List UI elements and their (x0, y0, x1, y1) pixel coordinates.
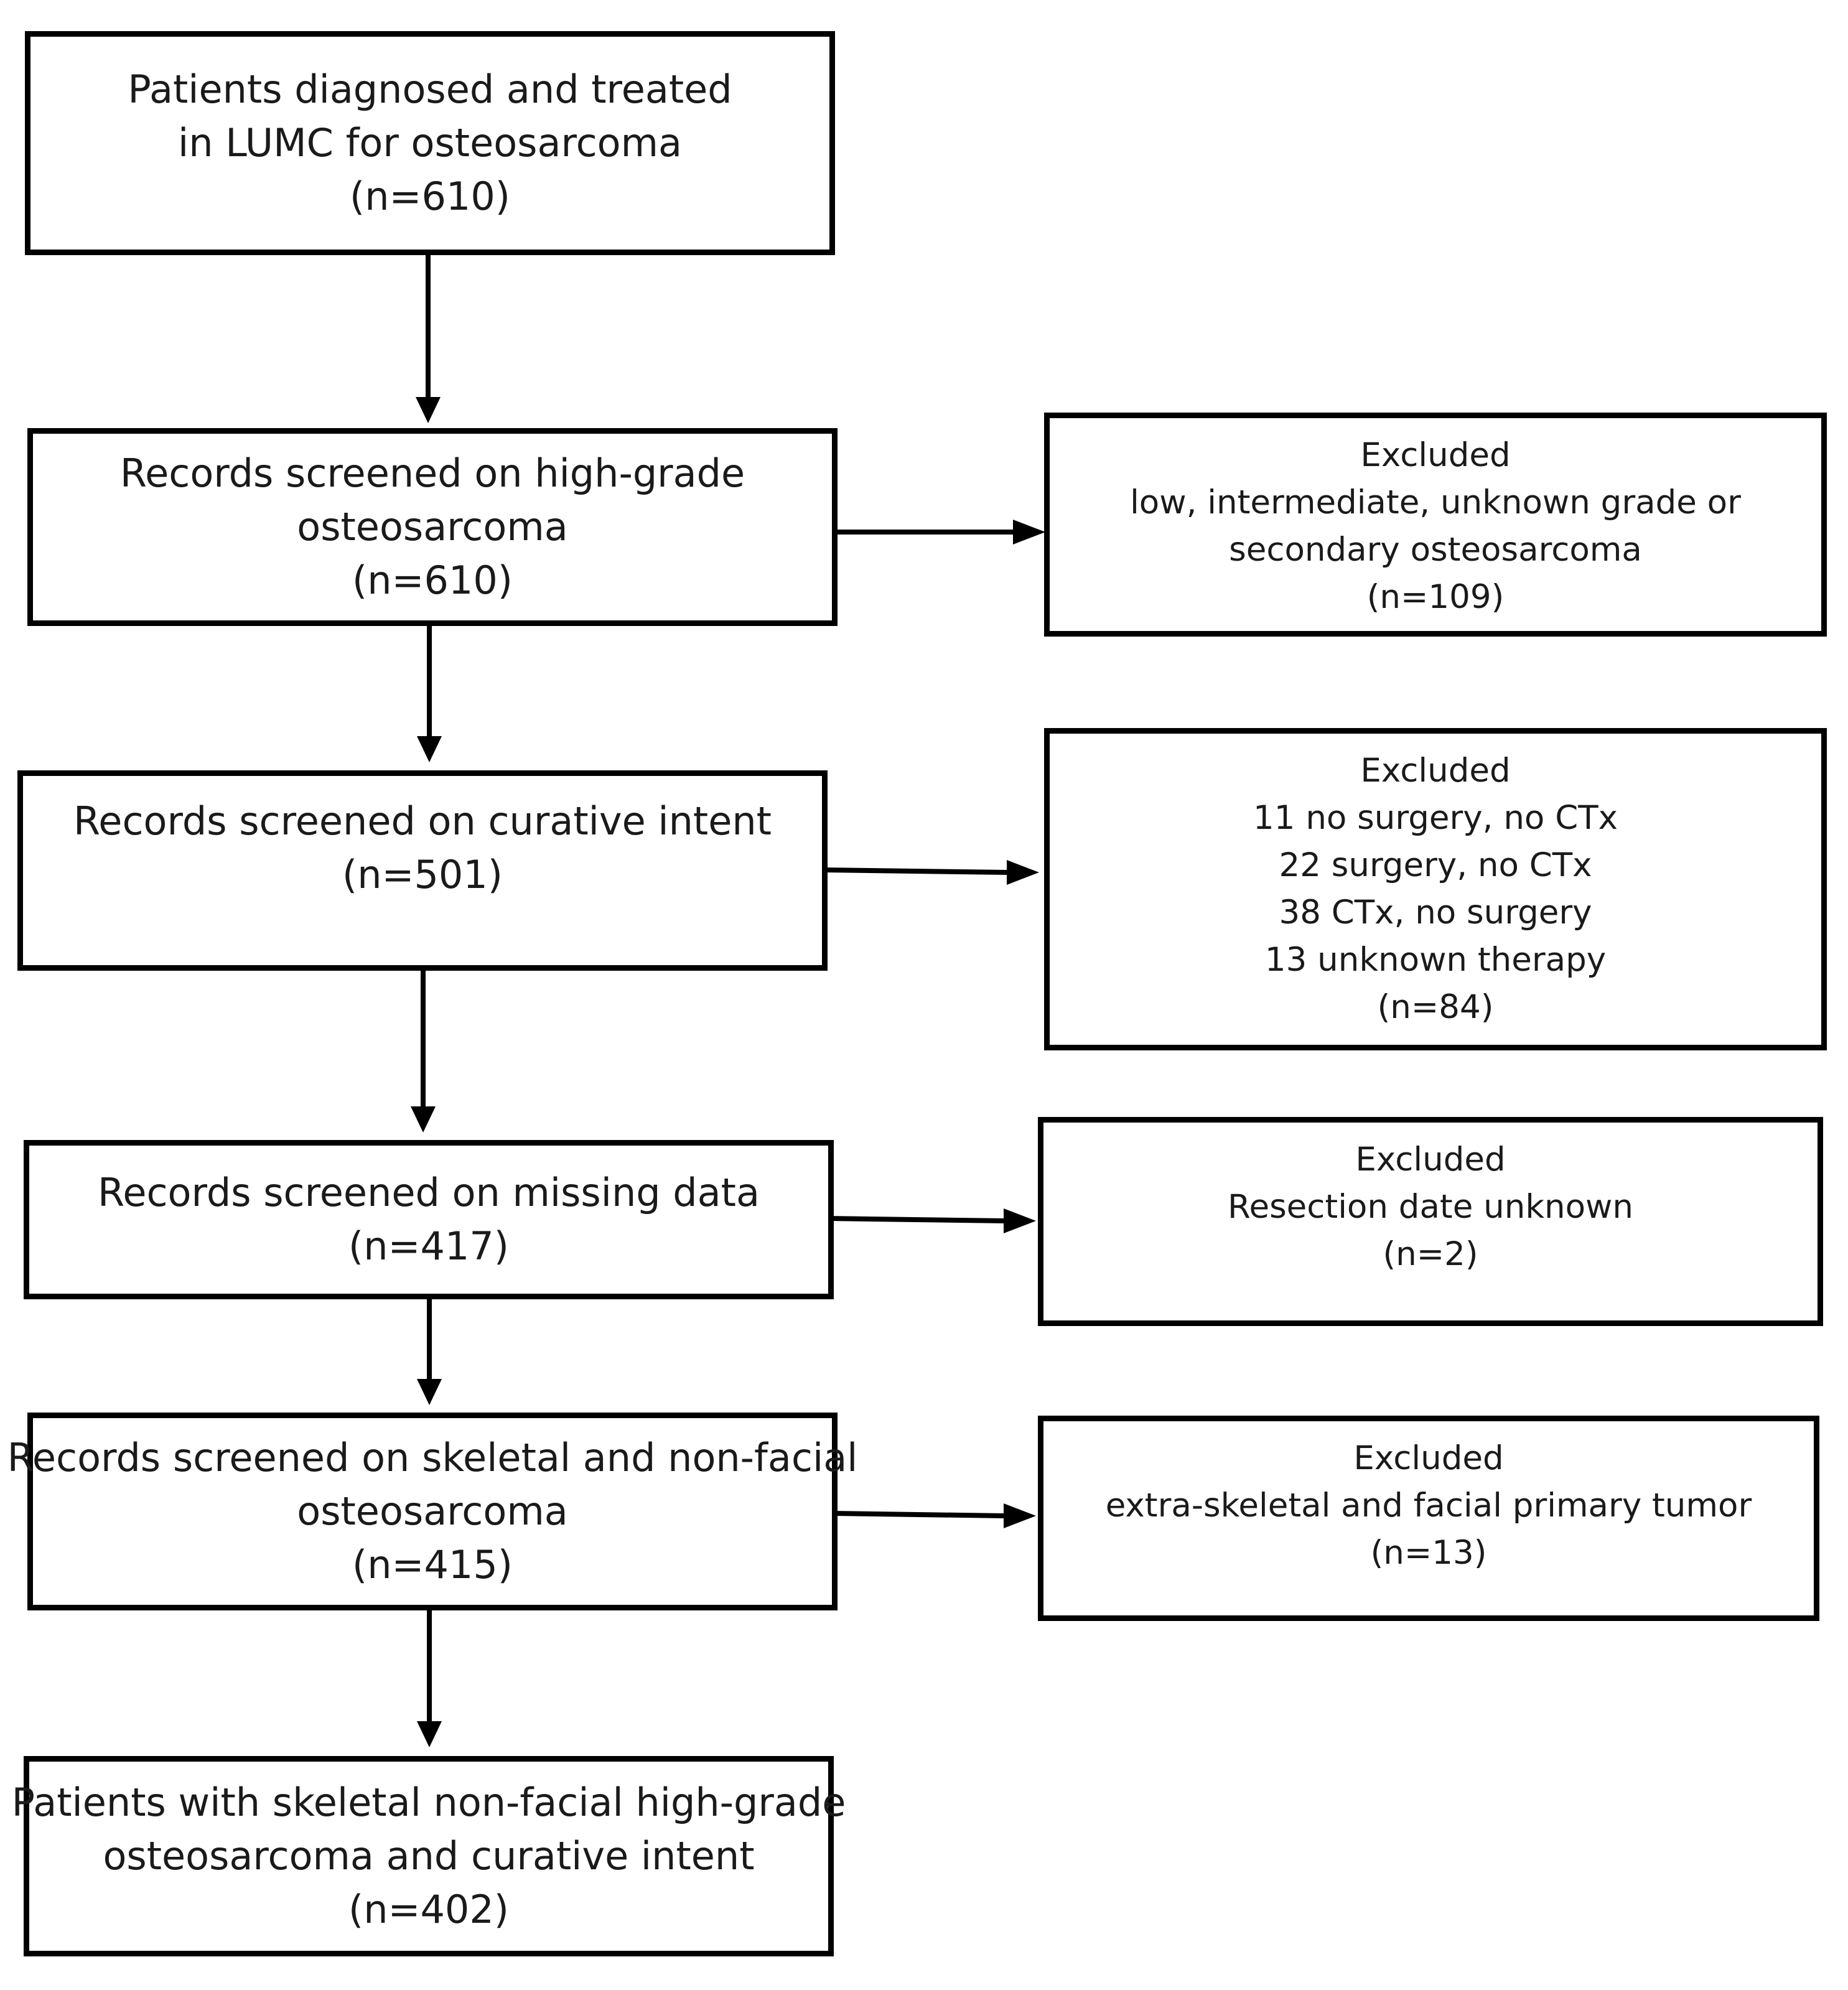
exclusion-2-heading: Excluded (1360, 752, 1511, 790)
step-1-line-2: in LUMC for osteosarcoma (178, 120, 682, 166)
step-3-count: (n=501) (342, 852, 503, 897)
step-box-4: Records screened on missing data (n=417) (24, 1140, 834, 1299)
exclusion-1-count: (n=109) (1366, 578, 1505, 616)
exclusion-3-count: (n=2) (1383, 1235, 1478, 1273)
arrow-step4-to-exclusion3 (827, 1208, 1036, 1233)
exclusion-1-line-1: low, intermediate, unknown grade or (1130, 483, 1741, 521)
step-box-3: Records screened on curative intent (n=5… (17, 770, 828, 971)
step-2-line-1: Records screened on high-grade (119, 451, 745, 496)
step-4-line-1: Records screened on missing data (98, 1170, 760, 1215)
exclusion-2-line-2: 22 surgery, no CTx (1279, 846, 1592, 884)
step-6-line-1: Patients with skeletal non-facial high-g… (11, 1780, 846, 1825)
exclusion-4-line-1: extra-skeletal and facial primary tumor (1105, 1487, 1752, 1525)
exclusion-4-heading: Excluded (1353, 1439, 1504, 1477)
exclusion-2-line-3: 38 CTx, no surgery (1279, 894, 1592, 932)
arrow-step2-to-step3 (417, 624, 442, 762)
step-5-line-1: Records screened on skeletal and non-fac… (7, 1435, 858, 1480)
step-box-6: Patients with skeletal non-facial high-g… (12, 1756, 846, 1956)
step-2-count: (n=610) (352, 558, 513, 603)
step-1-count: (n=610) (350, 174, 510, 219)
arrow-step3-to-exclusion2 (824, 860, 1039, 885)
step-1-line-1: Patients diagnosed and treated (128, 67, 732, 112)
step-3-line-1: Records screened on curative intent (73, 798, 772, 844)
exclusion-box-1: Excluded low, intermediate, unknown grad… (1044, 413, 1827, 637)
exclusion-box-2: Excluded 11 no surgery, no CTx 22 surger… (1044, 728, 1827, 1050)
arrow-step2-to-exclusion1 (834, 520, 1045, 544)
step-5-line-2: osteosarcoma (297, 1488, 568, 1534)
exclusion-box-4: Excluded extra-skeletal and facial prima… (1038, 1416, 1819, 1621)
step-box-2: Records screened on high-grade osteosarc… (27, 428, 838, 626)
exclusion-2-line-1: 11 no surgery, no CTx (1253, 799, 1618, 837)
exclusion-3-line-1: Resection date unknown (1228, 1188, 1633, 1226)
step-6-line-2: osteosarcoma and curative intent (103, 1833, 755, 1879)
exclusion-4-count: (n=13) (1370, 1534, 1487, 1572)
step-5-count: (n=415) (352, 1542, 513, 1587)
step-4-count: (n=417) (348, 1223, 509, 1269)
step-box-1: Patients diagnosed and treated in LUMC f… (25, 31, 835, 255)
exclusion-2-count: (n=84) (1377, 988, 1494, 1026)
arrow-step5-to-exclusion4 (833, 1503, 1036, 1528)
exclusion-3-heading: Excluded (1355, 1141, 1506, 1179)
exclusion-2-line-4: 13 unknown therapy (1264, 941, 1607, 979)
step-2-line-2: osteosarcoma (297, 504, 568, 549)
exclusion-1-heading: Excluded (1360, 436, 1511, 474)
arrow-step3-to-step4 (411, 968, 436, 1133)
step-6-count: (n=402) (348, 1887, 509, 1932)
arrow-step5-to-step6 (417, 1609, 442, 1747)
exclusion-box-3: Excluded Resection date unknown (n=2) (1038, 1117, 1823, 1326)
exclusion-1-line-2: secondary osteosarcoma (1229, 531, 1642, 569)
arrow-step4-to-step5 (417, 1297, 442, 1405)
arrow-step1-to-step2 (416, 255, 441, 423)
step-box-5: Records screened on skeletal and non-fac… (7, 1413, 857, 1610)
